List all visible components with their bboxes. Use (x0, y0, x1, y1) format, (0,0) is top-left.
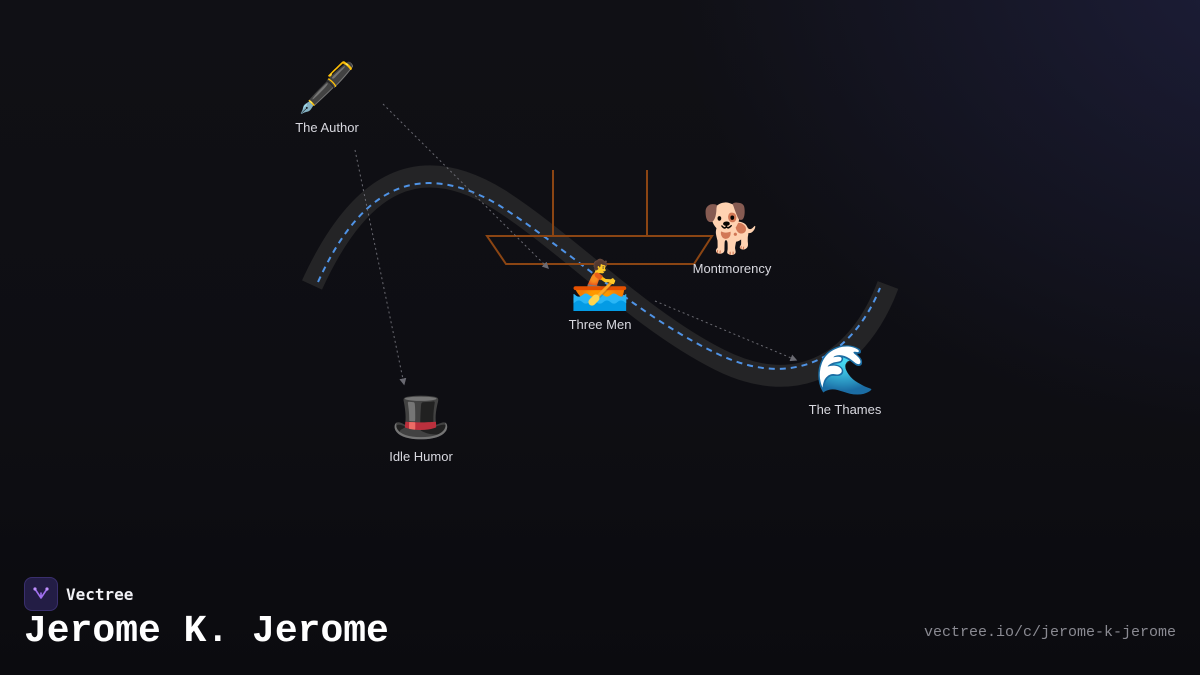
page-title: Jerome K. Jerome (24, 610, 389, 653)
node-label: Idle Humor (389, 449, 453, 464)
river-flow-line (317, 182, 881, 370)
river-band (301, 165, 899, 387)
node-label: Three Men (568, 317, 632, 332)
brand-name: Vectree (66, 584, 134, 604)
fountain-pen-icon: 🖋️ (297, 60, 357, 116)
page-url[interactable]: vectree.io/c/jerome-k-jerome (923, 624, 1176, 641)
node-montmorency[interactable]: 🐕 Montmorency (693, 201, 772, 276)
arrow-three-men-to-thames (654, 300, 798, 362)
node-thames[interactable]: 🌊 The Thames (809, 342, 882, 417)
dog-icon: 🐕 (702, 201, 762, 257)
wave-icon: 🌊 (815, 342, 875, 398)
boat-outline (485, 170, 714, 265)
node-idle-humor[interactable]: 🎩 Idle Humor (389, 389, 453, 464)
arrow-author-to-three-men (382, 103, 549, 269)
brand[interactable]: Vectree (24, 577, 133, 611)
node-author[interactable]: 🖋️ The Author (295, 60, 359, 135)
rowboat-icon: 🚣 (570, 257, 630, 313)
vectree-logo-icon (24, 577, 58, 611)
node-three-men[interactable]: 🚣 Three Men (569, 257, 632, 332)
top-hat-icon: 🎩 (391, 389, 451, 445)
node-label: Montmorency (692, 261, 772, 276)
node-label: The Thames (808, 402, 882, 417)
node-label: The Author (295, 120, 359, 135)
